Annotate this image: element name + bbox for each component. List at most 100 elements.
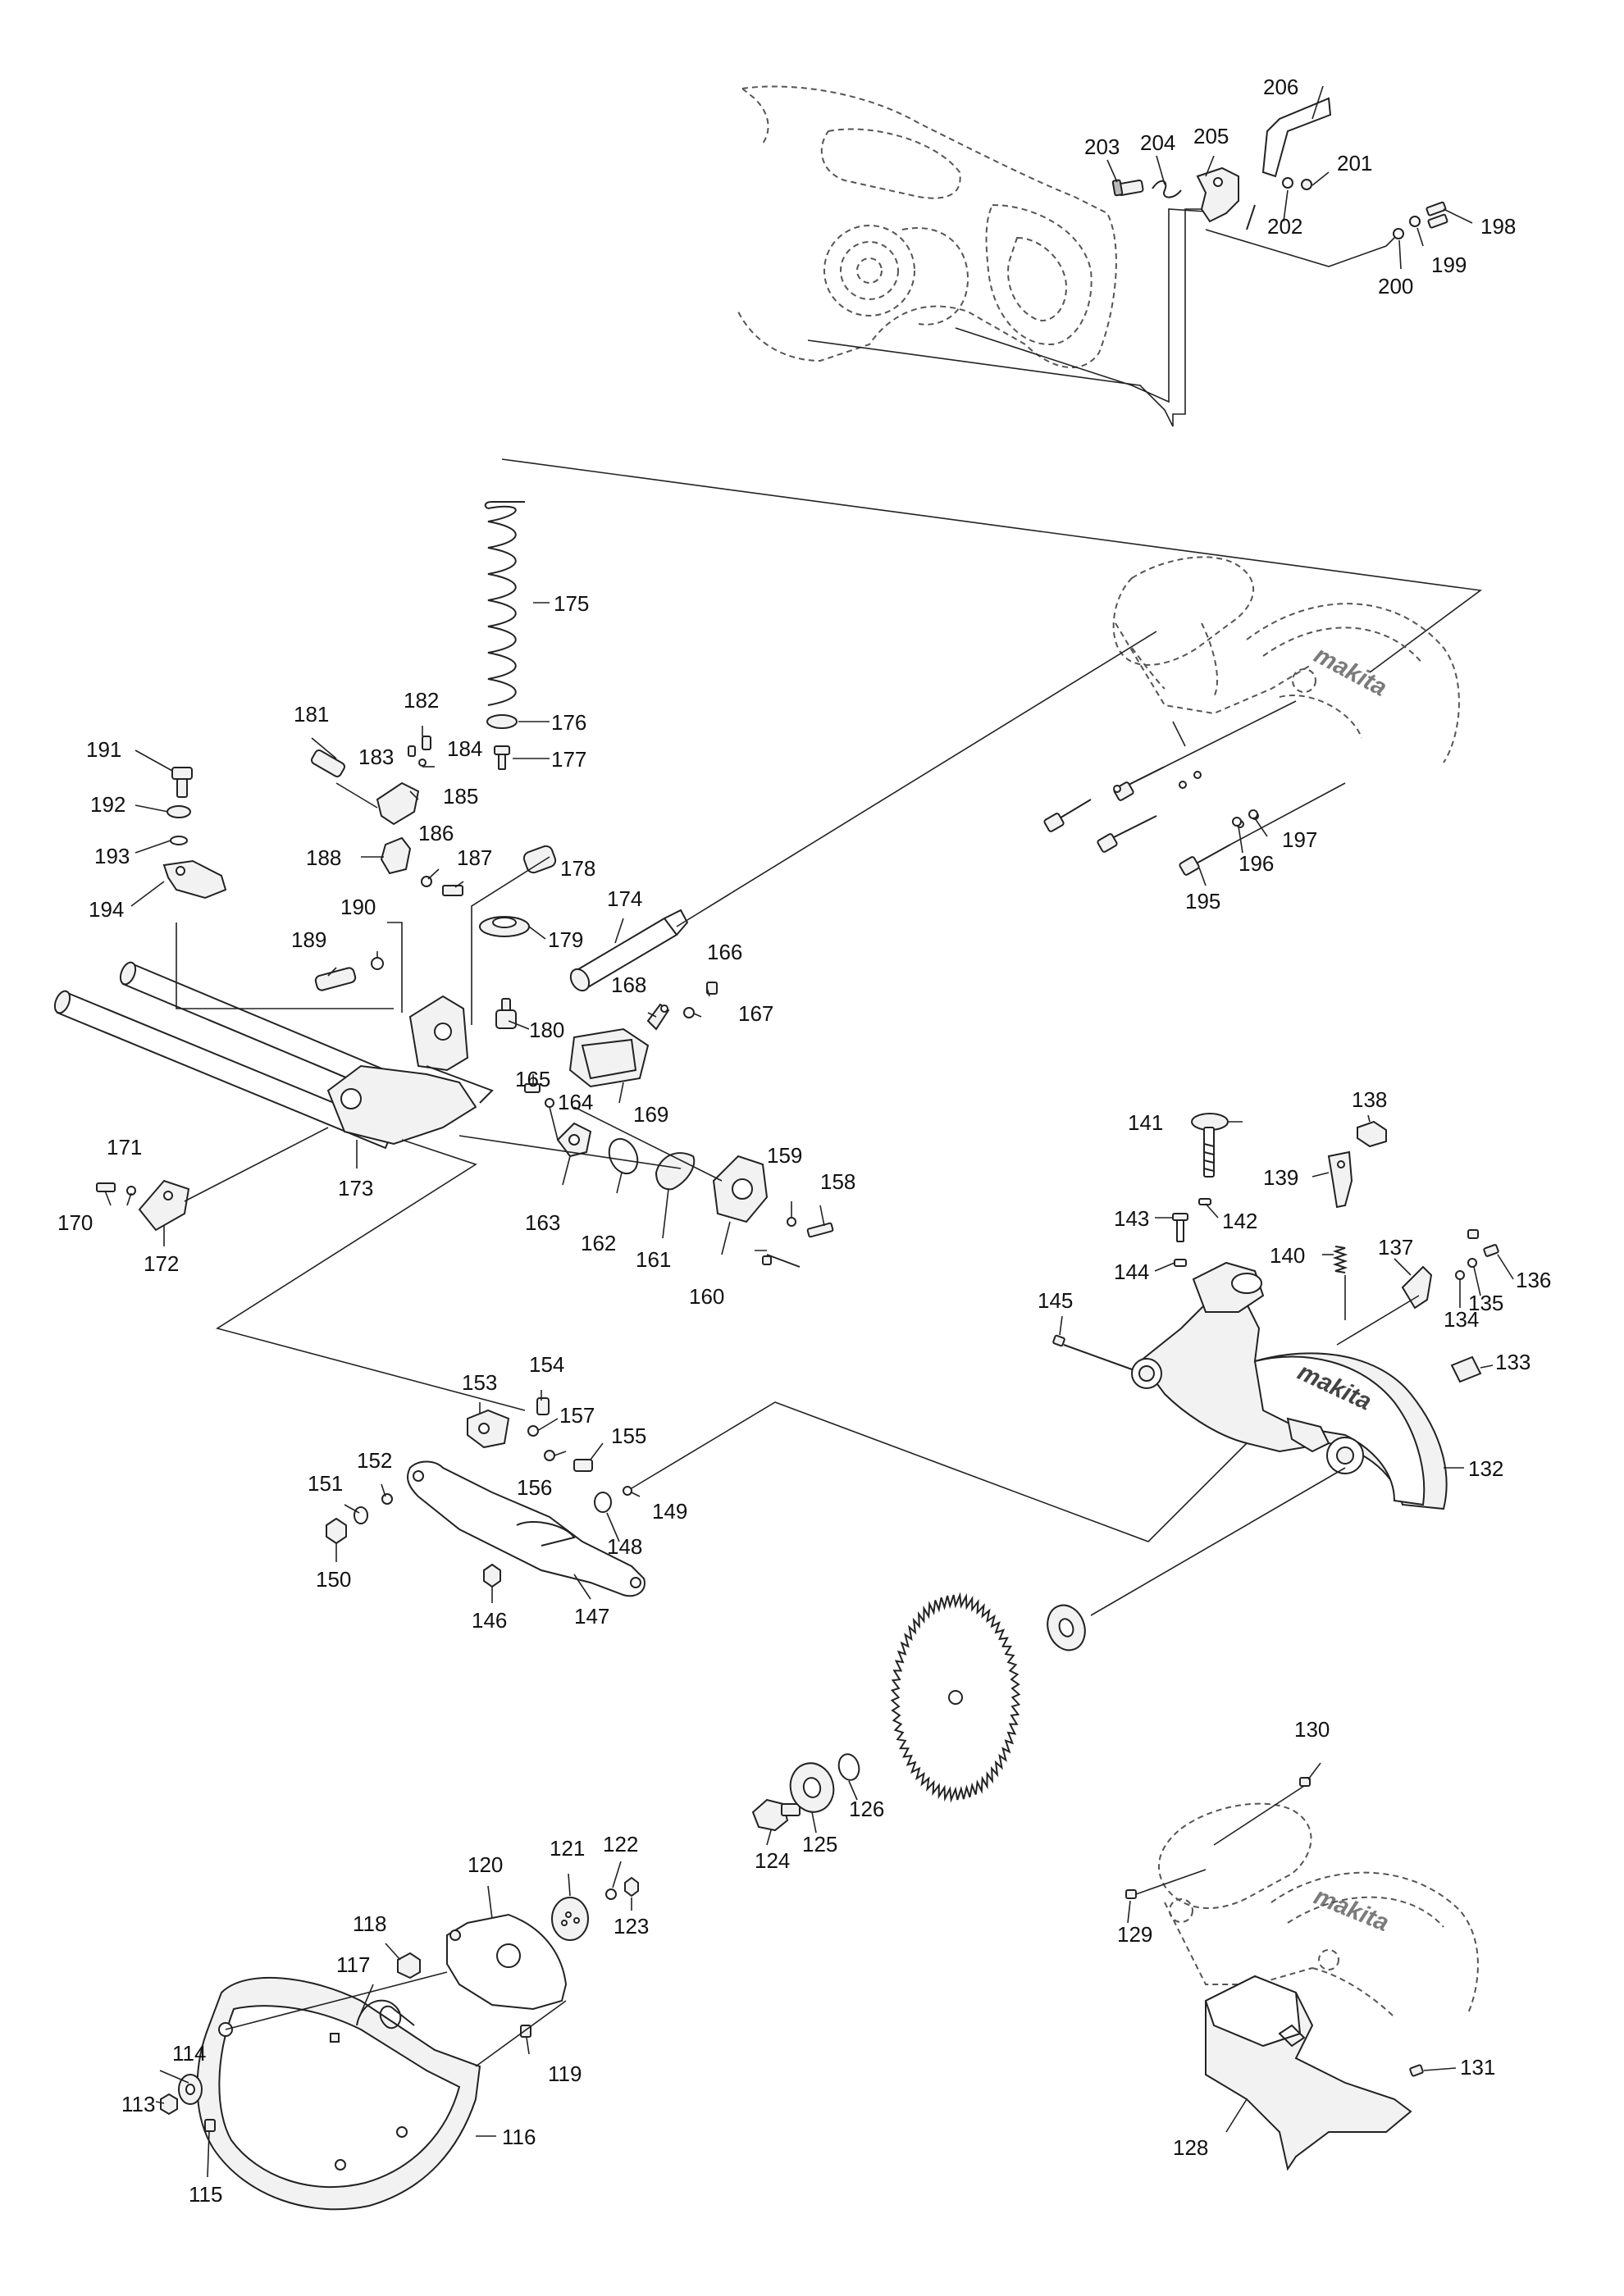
leader-guard-to-plate	[225, 1971, 567, 2067]
label-173: 173	[338, 1176, 373, 1200]
label-115: 115	[189, 2182, 222, 2207]
washer-114-inner	[185, 2084, 195, 2095]
pin-189	[314, 967, 357, 991]
washer-202	[1282, 177, 1293, 189]
plate-137	[1401, 1265, 1433, 1310]
washer-197	[1248, 809, 1258, 819]
part-labels: 113 114 115 116 117 118 119 120 121 122 …	[57, 75, 1551, 2207]
label-119: 119	[548, 2061, 582, 2086]
plate-120	[446, 1913, 568, 2011]
label-193: 193	[94, 844, 130, 868]
washer-134	[1455, 1270, 1465, 1280]
label-206: 206	[1263, 75, 1298, 99]
label-116: 116	[502, 2125, 536, 2149]
label-182: 182	[404, 688, 439, 713]
label-155: 155	[611, 1424, 646, 1448]
link-147	[407, 1460, 645, 1597]
screw-115	[204, 2119, 216, 2132]
long-bolts-group	[1043, 700, 1346, 876]
label-125: 125	[802, 1832, 837, 1856]
label-149: 149	[652, 1499, 687, 1524]
label-187: 187	[457, 845, 492, 870]
label-140: 140	[1270, 1243, 1305, 1268]
cam-163	[556, 1122, 592, 1158]
label-120: 120	[468, 1852, 503, 1877]
torsion-spring-204	[1152, 180, 1182, 198]
washer-135	[1467, 1258, 1477, 1268]
o-ring-162	[608, 1137, 639, 1175]
nut-201	[1301, 179, 1312, 190]
label-152: 152	[357, 1448, 392, 1473]
label-170: 170	[57, 1210, 93, 1235]
saw-head-132: makita	[1131, 1261, 1448, 1510]
label-114: 114	[172, 2041, 206, 2066]
washer-157	[527, 1425, 539, 1437]
e-ring-190	[371, 957, 384, 970]
label-192: 192	[90, 792, 125, 817]
nut-180	[495, 998, 517, 1029]
spring-140	[1332, 1246, 1348, 1273]
nut-123	[624, 1876, 639, 1897]
ghost-saw-head-lower: makita	[1157, 1802, 1479, 2018]
spring-117	[356, 1999, 415, 2029]
cap-178	[522, 845, 557, 874]
label-143: 143	[1114, 1206, 1149, 1231]
bracket-194	[162, 859, 227, 900]
label-175: 175	[554, 591, 589, 616]
screw-203	[1111, 179, 1144, 197]
label-201: 201	[1337, 151, 1372, 175]
hub-121	[551, 1897, 589, 1941]
nut-156	[544, 1450, 555, 1461]
screw-198b	[1427, 213, 1448, 229]
washer-142	[1198, 1198, 1211, 1205]
washer-200	[1393, 228, 1404, 239]
label-161: 161	[636, 1247, 671, 1272]
leader-frame-top-2	[955, 208, 1207, 403]
label-179: 179	[548, 927, 583, 952]
label-180: 180	[529, 1018, 564, 1042]
label-124: 124	[755, 1848, 790, 1873]
leader-shaft-174	[676, 631, 1157, 927]
washer-192	[167, 805, 191, 818]
bracket-185	[376, 781, 420, 826]
screw-129	[1125, 1889, 1137, 1899]
washer-196	[1232, 817, 1242, 827]
bolt-124	[751, 1798, 801, 1832]
nut-150	[326, 1517, 347, 1545]
screw-170	[96, 1182, 116, 1192]
bracket-153	[467, 1409, 510, 1449]
screw-187	[442, 885, 463, 896]
bracket-172	[138, 1179, 190, 1232]
label-168: 168	[611, 973, 646, 997]
label-178: 178	[560, 856, 595, 881]
washer-164	[545, 1098, 554, 1108]
pin-144	[1174, 1259, 1187, 1267]
leader-lines	[104, 85, 1514, 2178]
pin-177	[494, 745, 510, 770]
washer-151	[354, 1506, 368, 1524]
washer-159	[787, 1217, 796, 1227]
washer-167	[683, 1007, 695, 1018]
washer-149	[623, 1486, 632, 1496]
cap-138	[1357, 1120, 1387, 1148]
label-163: 163	[525, 1210, 560, 1235]
label-151: 151	[308, 1471, 343, 1496]
label-181: 181	[294, 702, 329, 727]
label-153: 153	[462, 1370, 497, 1395]
label-154: 154	[529, 1352, 564, 1377]
shaft-174	[569, 909, 689, 992]
brand-text-ghost-lower: makita	[1310, 1883, 1393, 1937]
label-186: 186	[418, 821, 454, 845]
washer-122	[605, 1888, 617, 1900]
washer-148	[594, 1492, 612, 1513]
label-189: 189	[291, 927, 326, 952]
leader-frame-middle	[501, 458, 1483, 673]
rail-assembly-173	[53, 961, 494, 1150]
label-138: 138	[1352, 1087, 1387, 1112]
label-159: 159	[767, 1143, 802, 1168]
label-196: 196	[1239, 851, 1274, 876]
label-134: 134	[1444, 1307, 1479, 1332]
label-197: 197	[1282, 827, 1317, 852]
label-183: 183	[358, 745, 394, 769]
